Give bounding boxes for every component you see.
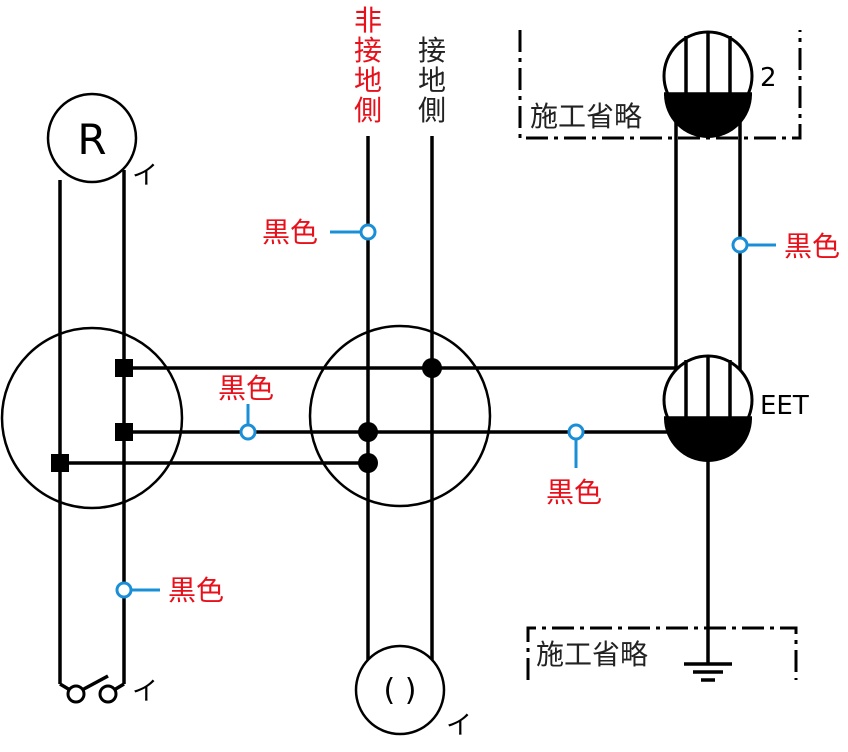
outlet-symbol [354, 644, 446, 736]
junction-dot-3 [358, 453, 378, 473]
outlet-tag: イ [446, 711, 472, 741]
earth-icon [684, 662, 732, 682]
lamp-r-tag: イ [132, 161, 158, 191]
black-marker-2 [239, 404, 257, 441]
black-label-2: 黒色 [218, 372, 274, 405]
non-ground-char-3: 地 [354, 64, 382, 97]
terminal-square-2 [115, 423, 133, 441]
ground-char-2: 地 [418, 64, 446, 97]
black-label-4: 黒色 [784, 230, 840, 263]
light-2-tag: 2 [760, 63, 777, 93]
outlet-label: ( ) [384, 673, 417, 708]
ground-side-label: 接 地 側 [418, 34, 446, 127]
eet-symbol [662, 354, 754, 462]
lamp-r-symbol [46, 92, 138, 184]
black-label-5: 黒色 [168, 574, 224, 607]
ground-char-3: 側 [418, 94, 446, 127]
omitted-label-top: 施工省略 [530, 100, 642, 133]
switch-tag: イ [132, 677, 158, 707]
junction-dot-2 [358, 422, 378, 442]
ground-char-1: 接 [418, 34, 446, 67]
omitted-label-bottom: 施工省略 [536, 638, 648, 671]
light-2-symbol [662, 30, 754, 138]
black-marker-1 [330, 223, 377, 241]
non-ground-side-label: 非 接 地 側 [354, 4, 382, 127]
eet-label: EET [760, 391, 809, 421]
black-marker-5 [115, 581, 160, 599]
junction-box-left [0, 326, 184, 510]
black-label-1: 黒色 [262, 216, 318, 249]
switch-symbol [59, 674, 125, 704]
lamp-r-label: R [77, 115, 106, 164]
omitted-box-bottom [526, 626, 798, 680]
black-marker-4 [731, 236, 776, 254]
omitted-box-top [518, 30, 802, 140]
junction-dot-1 [422, 358, 442, 378]
black-label-3: 黒色 [546, 476, 602, 509]
terminal-square-1 [115, 359, 133, 377]
non-ground-char-4: 側 [354, 94, 382, 127]
terminal-square-3 [51, 454, 69, 472]
non-ground-char-1: 非 [354, 4, 382, 37]
black-marker-3 [567, 423, 585, 468]
non-ground-char-2: 接 [354, 34, 382, 67]
junction-box-center [308, 324, 492, 508]
